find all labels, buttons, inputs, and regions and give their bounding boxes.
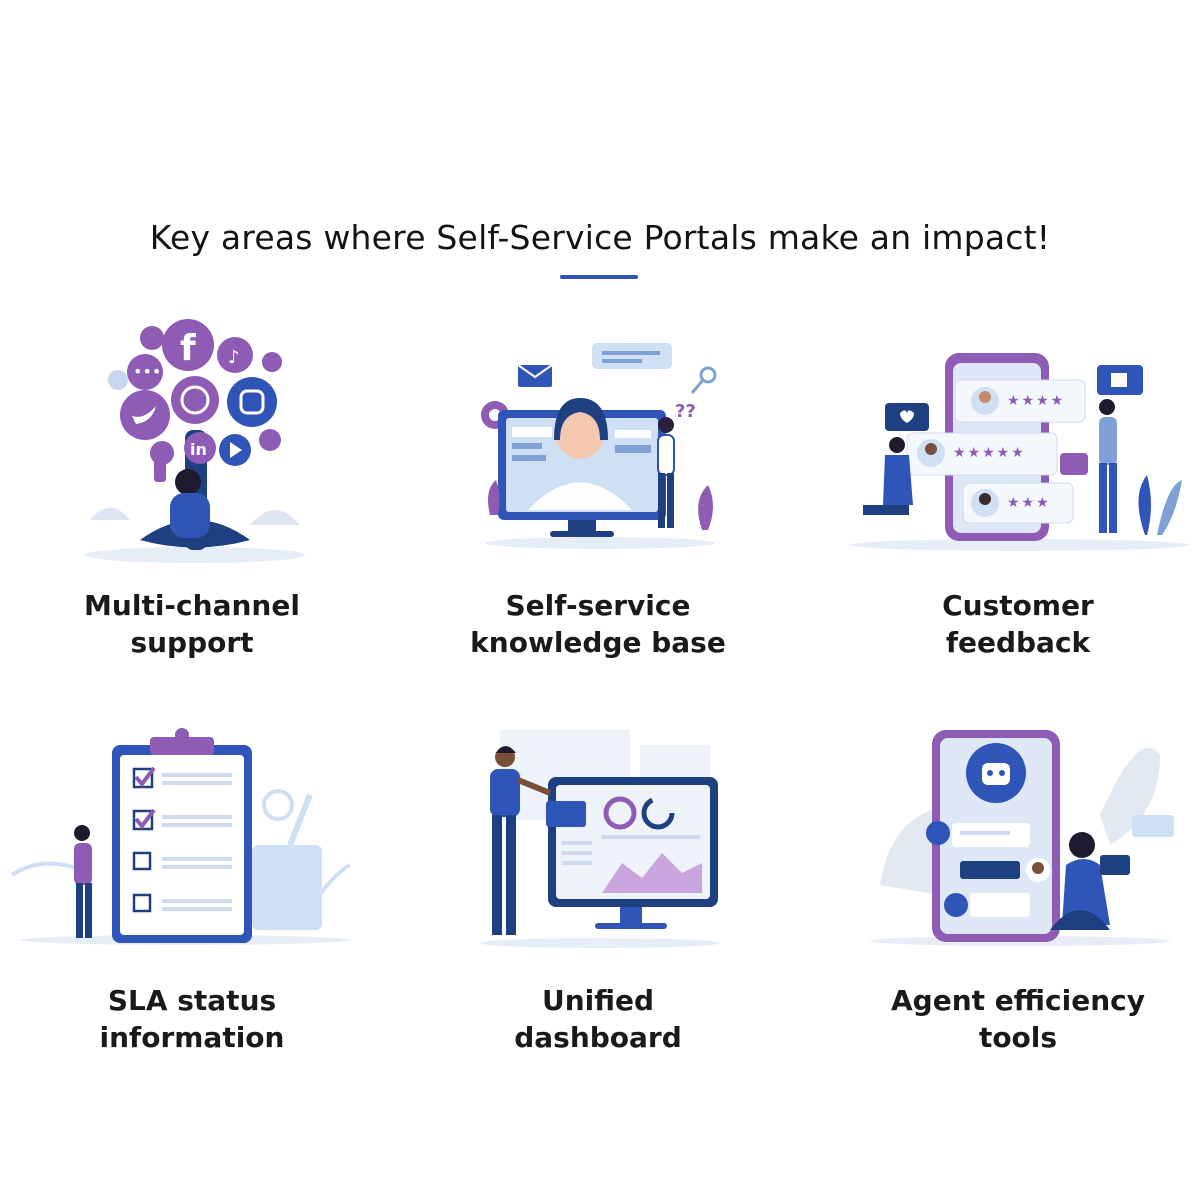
svg-text:★★★★: ★★★★ — [1007, 393, 1065, 409]
title-underline — [560, 275, 638, 279]
svg-text:??: ?? — [675, 401, 696, 422]
item-label-line: Multi-channel — [84, 589, 300, 622]
item-label-line: knowledge base — [470, 626, 726, 659]
item-label-line: information — [99, 1021, 285, 1054]
dashboard-screen-illustration — [480, 730, 720, 948]
item-label-knowledge-base: Self-service knowledge base — [418, 587, 778, 661]
phone-review-stars-illustration: ★★★★ ★★★★★ ★★★ — [850, 353, 1190, 551]
clipboard-checklist-illustration — [10, 728, 351, 945]
svg-text:★★★: ★★★ — [1007, 495, 1051, 511]
item-label-sla-status: SLA status information — [12, 982, 372, 1056]
item-label-line: Unified — [541, 984, 655, 1017]
svg-text:★★★★★: ★★★★★ — [953, 445, 1026, 461]
item-label-line: feedback — [945, 626, 1091, 659]
chatbot-phone-illustration — [870, 730, 1174, 946]
item-label-line: support — [130, 626, 254, 659]
svg-text:f: f — [180, 328, 196, 369]
item-label-customer-feedback: Customer feedback — [838, 587, 1198, 661]
item-label-line: Customer — [942, 589, 1094, 622]
item-label-line: tools — [978, 1021, 1058, 1054]
item-label-line: Agent efficiency — [891, 984, 1145, 1017]
item-label-unified-dashboard: Unified dashboard — [418, 982, 778, 1056]
svg-text:♪: ♪ — [228, 347, 240, 368]
item-label-line: SLA status — [107, 984, 277, 1017]
svg-text:•••: ••• — [133, 362, 161, 381]
social-media-tree-illustration: f ♪ ••• in — [85, 319, 305, 563]
item-label-multi-channel: Multi-channel support — [12, 587, 372, 661]
item-label-agent-efficiency: Agent efficiency tools — [838, 982, 1198, 1056]
page-title: Key areas where Self-Service Portals mak… — [149, 218, 1051, 257]
agent-monitor-illustration: ?? — [481, 343, 717, 549]
item-label-line: dashboard — [514, 1021, 682, 1054]
item-label-line: Self-service — [505, 589, 691, 622]
svg-text:in: in — [190, 440, 207, 459]
